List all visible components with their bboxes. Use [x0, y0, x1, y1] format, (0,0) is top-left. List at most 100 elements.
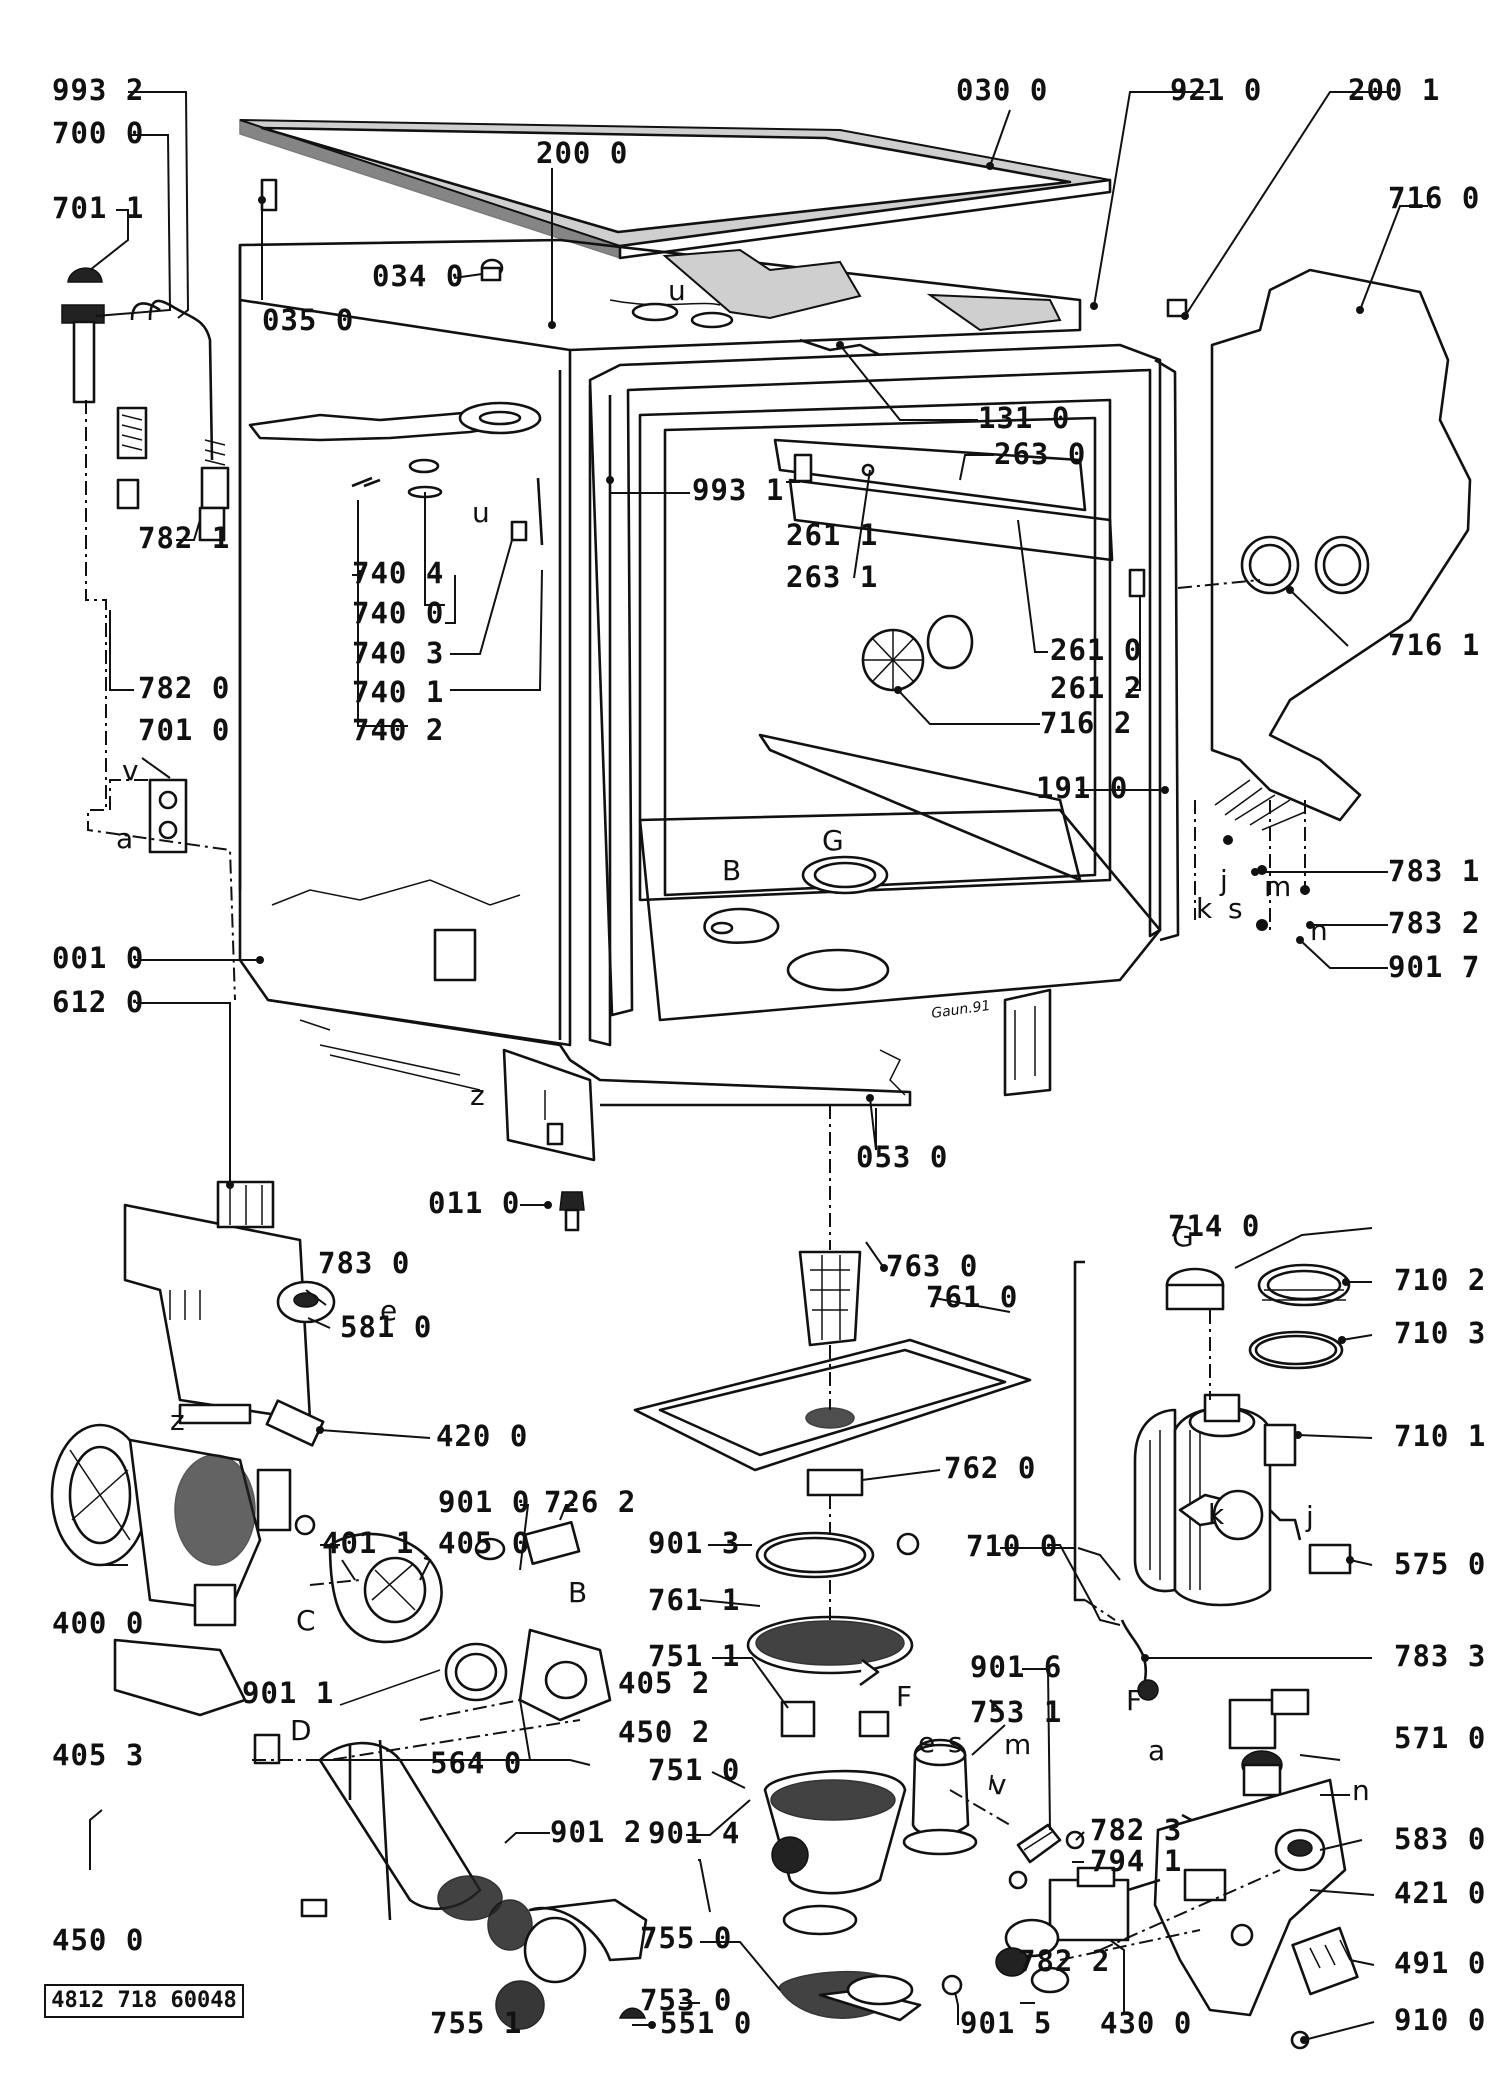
part-label: 921 0 [1170, 73, 1262, 107]
part-label: 421 0 [1394, 1876, 1486, 1910]
part-label: 901 3 [648, 1526, 740, 1560]
part-label: 761 0 [926, 1280, 1018, 1314]
part-label: 763 0 [886, 1249, 978, 1283]
inner-tub [588, 298, 1188, 1097]
cabinet-body [238, 178, 1082, 1107]
ref-letter: j [1219, 864, 1228, 897]
ref-letter: u [668, 274, 686, 307]
part-label: 612 0 [52, 985, 144, 1019]
ref-letter: F [1126, 1684, 1142, 1717]
part-label: 700 0 [52, 116, 144, 150]
ref-letter: D [290, 1714, 312, 1747]
ref-letter: G [822, 824, 844, 857]
part-label: 740 2 [352, 713, 444, 747]
part-label: 200 1 [1348, 73, 1440, 107]
part-label: 783 1 [1388, 854, 1480, 888]
part-label: 740 3 [352, 636, 444, 670]
ref-letter: e [380, 1294, 397, 1327]
ref-letter: v [990, 1768, 1007, 1801]
part-label: 740 4 [352, 556, 444, 590]
part-label: 901 5 [960, 2006, 1052, 2040]
part-label: 261 2 [1050, 671, 1142, 705]
ref-letter: z [170, 1404, 185, 1437]
part-label: 751 1 [648, 1639, 740, 1673]
document-number-box: 4812 718 60048 [44, 1984, 244, 2018]
part-label: 571 0 [1394, 1721, 1486, 1755]
ref-letter: s [1228, 892, 1243, 925]
part-label: 053 0 [856, 1140, 948, 1174]
part-label: 901 0 [438, 1485, 530, 1519]
part-label: 450 0 [52, 1923, 144, 1957]
part-label: 263 1 [786, 560, 878, 594]
sump-assembly [633, 1250, 1032, 2022]
part-label: 740 0 [352, 596, 444, 630]
part-label: 716 1 [1388, 628, 1480, 662]
part-label: 420 0 [436, 1419, 528, 1453]
part-label: 261 0 [1050, 633, 1142, 667]
base-plate [502, 1048, 596, 1232]
part-label: 901 6 [970, 1650, 1062, 1684]
worktop-panel [239, 118, 1112, 260]
ref-letter: F [896, 1680, 912, 1713]
part-label: 701 0 [138, 713, 230, 747]
part-label: 030 0 [956, 73, 1048, 107]
control-bracket [123, 1180, 336, 1425]
assembly-axis-lines [85, 400, 1306, 1961]
ref-letter: m [1264, 870, 1291, 903]
part-label: 575 0 [1394, 1547, 1486, 1581]
part-label: 783 3 [1394, 1639, 1486, 1673]
part-label: 782 0 [138, 671, 230, 705]
part-label: 782 1 [138, 521, 230, 555]
part-label: 993 1 [692, 473, 784, 507]
part-label: 901 2 [550, 1815, 642, 1849]
part-label: 716 0 [1388, 181, 1480, 215]
ref-letter: s [948, 1726, 963, 1759]
part-label: 782 3 [1090, 1813, 1182, 1847]
part-label: 783 0 [318, 1246, 410, 1280]
part-label: 405 0 [438, 1526, 530, 1560]
ref-letter: a [1148, 1734, 1165, 1767]
part-label: 993 2 [52, 73, 144, 107]
ref-letter: n [1310, 914, 1328, 947]
side-insulation-panel [1210, 268, 1472, 931]
part-label: 710 1 [1394, 1419, 1486, 1453]
part-label: 450 2 [618, 1715, 710, 1749]
part-label: 034 0 [372, 259, 464, 293]
leader-lines [89, 91, 1428, 2041]
part-label: 701 1 [52, 191, 144, 225]
part-label: 753 0 [640, 1983, 732, 2017]
part-label: 901 1 [242, 1676, 334, 1710]
part-label: 714 0 [1168, 1209, 1260, 1243]
part-number-labels: 993 2 700 0 701 1 782 1 782 0 701 0 035 … [52, 73, 1486, 2040]
part-label: 751 0 [648, 1753, 740, 1787]
part-label: 762 0 [944, 1451, 1036, 1485]
part-label: 400 0 [52, 1606, 144, 1640]
ref-letter: v [122, 754, 139, 787]
part-label: 794 1 [1090, 1844, 1182, 1878]
part-label: 430 0 [1100, 2006, 1192, 2040]
part-label: 405 2 [618, 1666, 710, 1700]
part-label: 710 2 [1394, 1263, 1486, 1297]
ref-letter: B [722, 854, 741, 887]
part-label: 710 3 [1394, 1316, 1486, 1350]
part-label: 551 0 [660, 2006, 752, 2040]
part-label: 753 1 [970, 1695, 1062, 1729]
ref-letter: G [1172, 1220, 1194, 1253]
part-label: 761 1 [648, 1583, 740, 1617]
part-label: 581 0 [340, 1310, 432, 1344]
ref-letter: k [1196, 892, 1213, 925]
part-label: 755 1 [430, 2006, 522, 2040]
part-label: 011 0 [428, 1186, 520, 1220]
part-label: 401 1 [322, 1526, 414, 1560]
ref-letter: C [296, 1604, 316, 1637]
water-softener-assembly [846, 1260, 1359, 2050]
part-label: 910 0 [1394, 2003, 1486, 2037]
document-number: 4812 718 60048 [51, 1988, 237, 2013]
part-label: 564 0 [430, 1746, 522, 1780]
drawing-signature: Gaun.91 [930, 998, 991, 1022]
heating-element-tube [300, 1739, 648, 2030]
air-break-hose [61, 267, 230, 854]
ref-letter: z [470, 1079, 485, 1112]
ref-letter: e [918, 1726, 935, 1759]
